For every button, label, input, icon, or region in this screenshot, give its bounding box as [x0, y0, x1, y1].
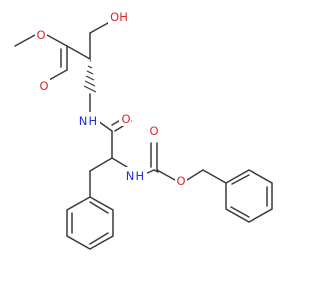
atom-n-carbamate: N H [123, 167, 147, 183]
bond-ch2-oh [89, 22, 109, 34]
molecule-structure: O O OH N H O N H O O [14, 10, 273, 250]
atom-o-carbamate-single: O [175, 174, 187, 188]
atom-o-amide: O [119, 112, 131, 126]
atom-o-carbamate-single-text: O [176, 174, 185, 188]
atom-o-carbamate-double-text: O [149, 124, 158, 138]
bond-nh-amide-c [97, 120, 113, 132]
bond-alpha2-nh [111, 157, 128, 168]
phenyl-ring [66, 196, 114, 250]
atom-o-ester-double: O [38, 79, 50, 93]
atom-o-ester-double-text: O [39, 79, 48, 93]
atom-o-ester-single-text: O [36, 28, 45, 42]
bond-ester-c-alpha [66, 45, 91, 60]
bond-alpha2-ch2 [89, 157, 113, 172]
bond-ester-carbon-to-o-double [48, 69, 68, 81]
bond-o-benzyl [186, 169, 204, 181]
atom-n-amide-text: N H [79, 114, 97, 128]
atom-n-carbamate-text: N H [126, 169, 144, 183]
atom-o-carbamate-double: O [148, 124, 160, 138]
bond-benzyl-ring [202, 169, 227, 184]
atom-o-ester-single: O [35, 28, 47, 42]
atom-o-amide-text: O [121, 112, 130, 126]
atom-n-amide: N H [76, 112, 100, 128]
phenyl-ring-double-1 [89, 201, 109, 214]
atom-o-hydroxyl: OH [108, 10, 130, 24]
bond-o-ester-carbon [46, 34, 68, 47]
atom-labels: O O OH N H O N H O O [35, 10, 187, 188]
bond-carbamate-c-link [153, 169, 159, 173]
atom-o-hydroxyl-text: OH [110, 10, 128, 24]
bond-carbamate-c-o [156, 169, 176, 181]
bonds [14, 22, 273, 250]
benzyl-ring-double-1 [231, 174, 250, 185]
stereo-hash-wedge [83, 60, 97, 93]
benzyl-ring [225, 169, 273, 223]
bond-methyl-o [14, 34, 36, 47]
phenyl-ring-double-2 [89, 232, 109, 245]
benzyl-ring-double-3 [230, 206, 250, 218]
